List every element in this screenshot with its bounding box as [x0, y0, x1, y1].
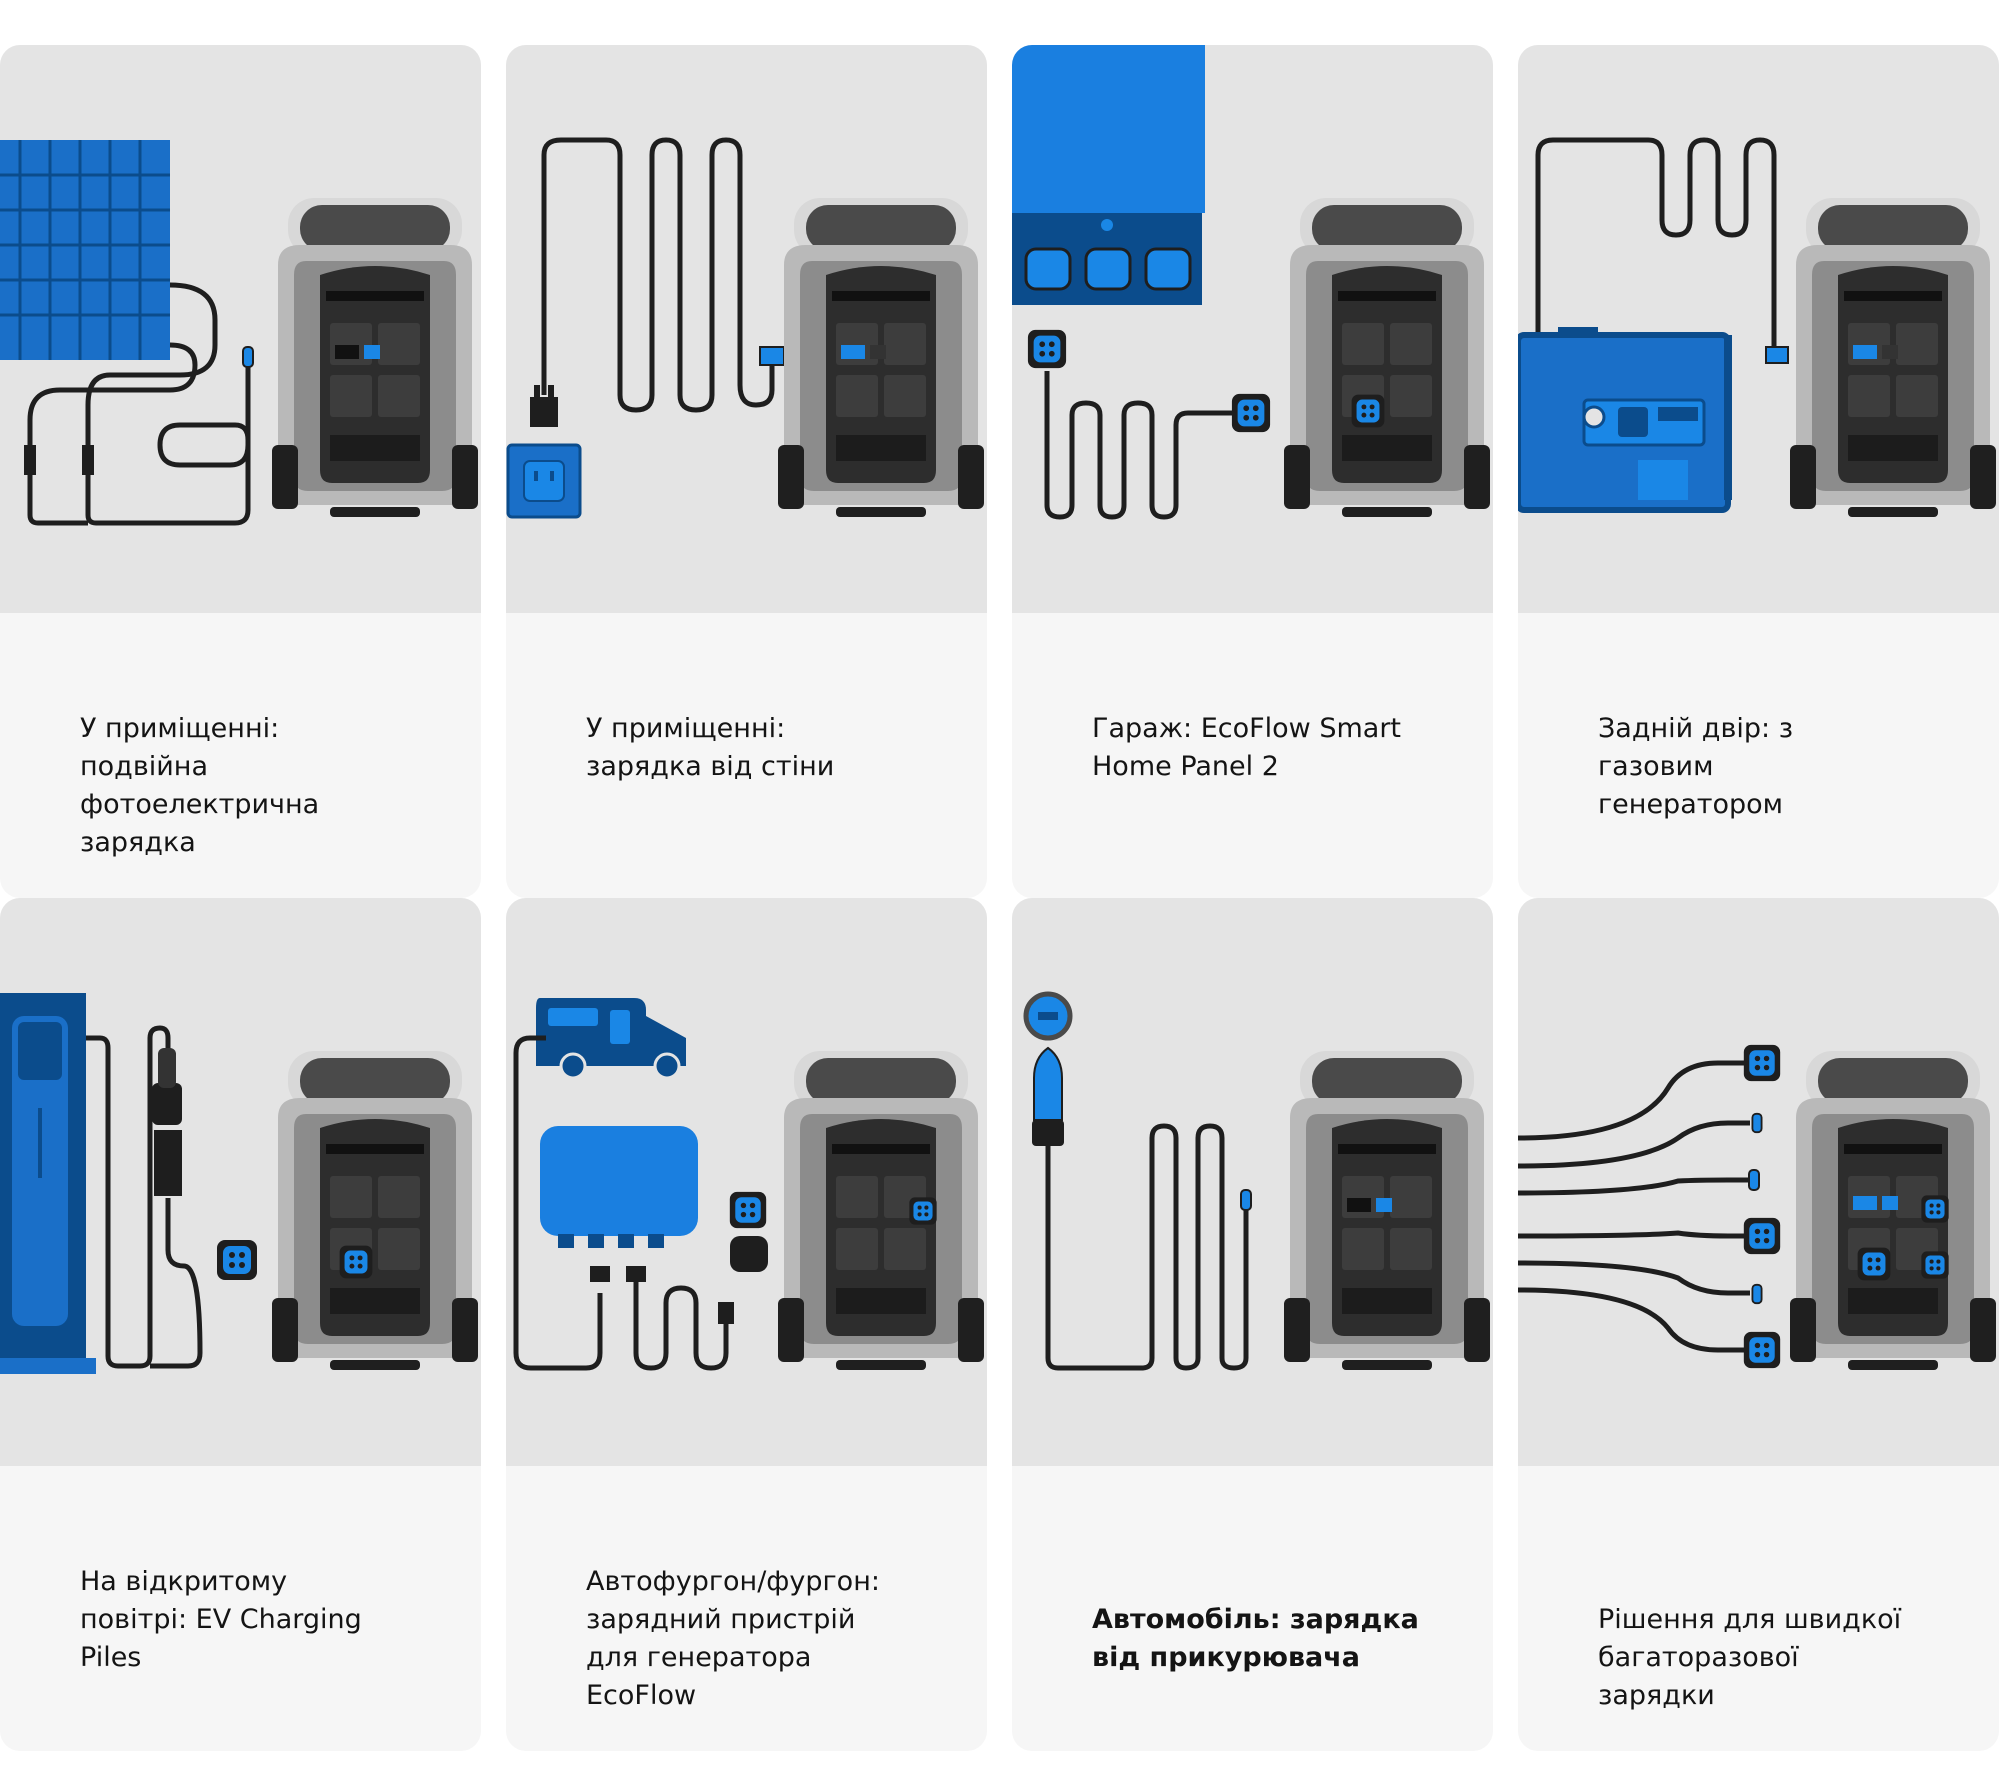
alternator-charger-icon	[540, 1126, 698, 1248]
camper-van-icon	[536, 998, 686, 1080]
power-station-icon	[778, 1051, 984, 1370]
smart-home-panel-icon	[1012, 45, 1205, 305]
card-caption: У приміщенні: зарядка від стіни	[586, 713, 835, 782]
card-backyard-gas-generator[interactable]: Задній двір: з газовим генератором	[1518, 45, 1999, 898]
card-caption: Автомобіль: зарядка від прикурювача	[1092, 1604, 1419, 1673]
power-station-icon	[1790, 1051, 1996, 1370]
gas-generator-icon	[1518, 327, 1732, 513]
card-garage-smart-home-panel[interactable]: Гараж: EcoFlow Smart Home Panel 2	[1012, 45, 1493, 898]
power-station-icon	[1284, 198, 1490, 517]
card-caption: Задній двір: з газовим генератором	[1598, 713, 1794, 820]
card-indoor-wall-charging[interactable]: У приміщенні: зарядка від стіни	[506, 45, 987, 898]
illustration-wall-charging	[506, 45, 987, 613]
card-caption: Рішення для швидкої багаторазової зарядк…	[1598, 1604, 1902, 1711]
wall-outlet-icon	[506, 443, 582, 519]
illustration-multi-charging	[1518, 898, 1999, 1466]
card-rv-van-generator[interactable]: Автофургон/фургон: зарядний пристрій для…	[506, 898, 987, 1751]
card-caption: Гараж: EcoFlow Smart Home Panel 2	[1092, 713, 1402, 782]
illustration-car-charging	[1012, 898, 1493, 1466]
illustration-ev-charging-pile	[0, 898, 481, 1466]
power-station-icon	[272, 1051, 478, 1370]
card-outdoor-ev-charging[interactable]: На відкритому повітрі: EV Charging Piles	[0, 898, 481, 1751]
card-indoor-dual-solar[interactable]: У приміщенні: подвійна фотоелектрична за…	[0, 45, 481, 898]
illustration-solar-charging	[0, 45, 481, 613]
car-socket-icon	[1023, 991, 1073, 1041]
illustration-rv-generator	[506, 898, 987, 1466]
card-caption: На відкритому повітрі: EV Charging Piles	[80, 1566, 362, 1673]
illustration-gas-generator	[1518, 45, 1999, 613]
card-car-cigarette-lighter[interactable]: Автомобіль: зарядка від прикурювача	[1012, 898, 1493, 1751]
card-fast-multi-charging[interactable]: Рішення для швидкої багаторазової зарядк…	[1518, 898, 1999, 1751]
illustration-smart-home-panel	[1012, 45, 1493, 613]
solar-panel-icon	[0, 140, 170, 360]
card-caption: У приміщенні: подвійна фотоелектрична за…	[80, 713, 320, 858]
cigarette-lighter-plug-icon	[1032, 1046, 1064, 1146]
ev-charging-pile-icon	[0, 993, 96, 1374]
card-caption: Автофургон/фургон: зарядний пристрій для…	[586, 1566, 880, 1711]
